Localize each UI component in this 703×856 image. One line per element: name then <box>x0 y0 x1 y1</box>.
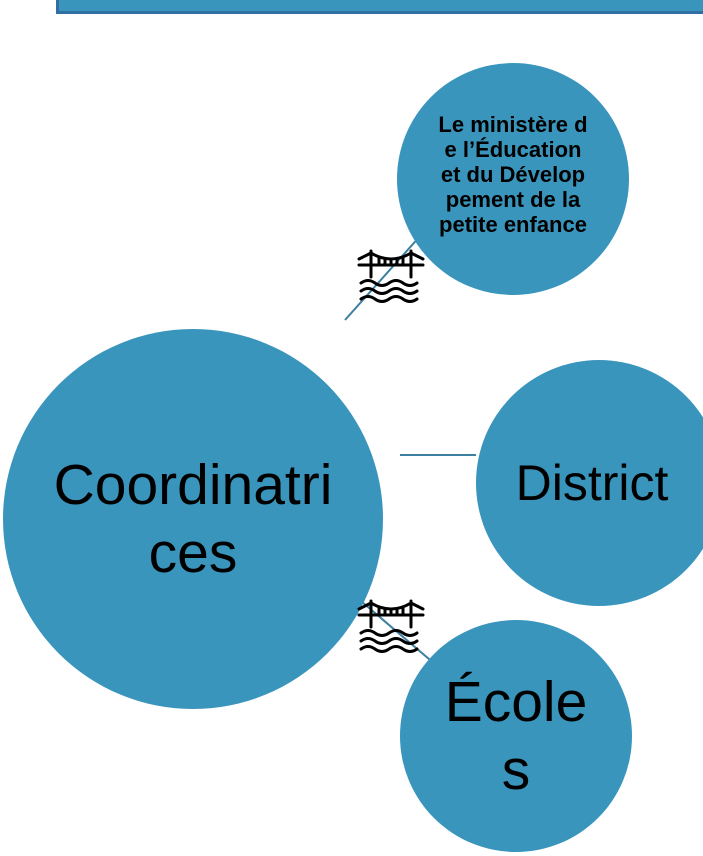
node-district-label: District <box>515 455 669 511</box>
node-ministry-label: Le ministère de l’Éducation et du Dévelo… <box>438 111 588 237</box>
node-center-label: Coordinatrices <box>53 453 333 585</box>
bridge-icon <box>357 249 425 303</box>
top-banner <box>56 0 703 14</box>
node-district[interactable]: District <box>476 360 703 606</box>
bridge-icon <box>357 599 425 653</box>
node-schools-label: Écoles <box>444 670 588 802</box>
node-center[interactable]: Coordinatrices <box>3 329 383 709</box>
node-ministry[interactable]: Le ministère de l’Éducation et du Dévelo… <box>397 63 629 295</box>
node-schools[interactable]: Écoles <box>400 620 632 852</box>
